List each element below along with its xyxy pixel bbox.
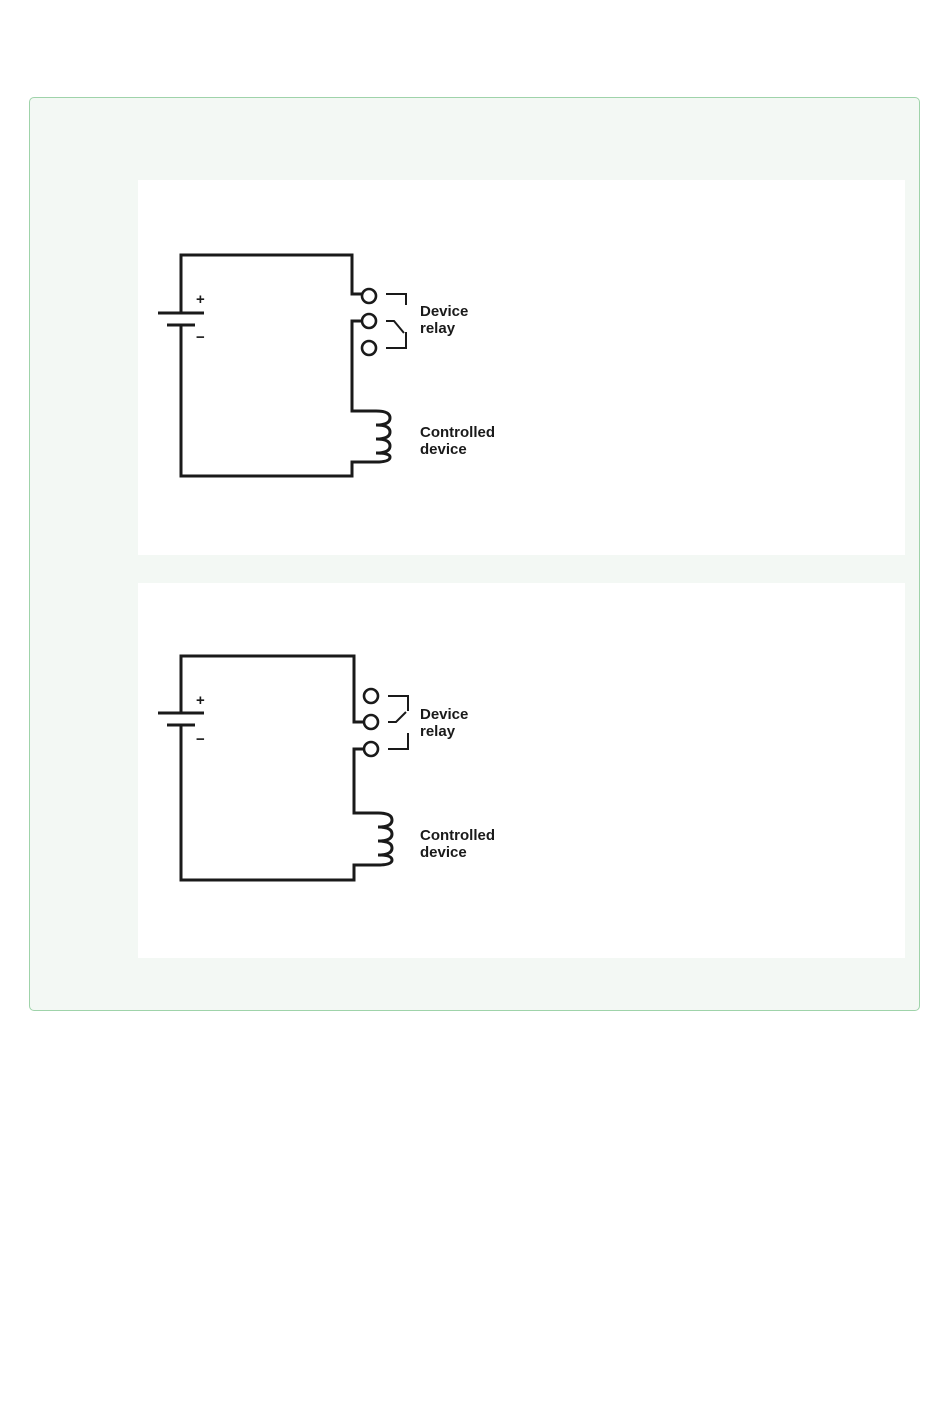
circuit-wire xyxy=(354,749,378,813)
circuit-wire xyxy=(181,325,376,476)
circuit-wire xyxy=(352,321,376,411)
battery-icon xyxy=(158,713,204,725)
circuit-panel-1: + − Device relay Controlled device xyxy=(138,180,905,555)
circuit-diagram-2: + − Device relay Controlled device xyxy=(138,583,905,958)
relay-label-line1: Device xyxy=(420,303,468,320)
relay-label-line2: relay xyxy=(420,320,456,337)
relay-label-line1: Device xyxy=(420,706,468,723)
negative-terminal-symbol: − xyxy=(196,731,205,748)
circuit-wire xyxy=(181,725,378,880)
coil-label-line1: Controlled xyxy=(420,424,495,441)
coil-icon xyxy=(376,411,390,462)
coil-label-line2: device xyxy=(420,844,467,861)
coil-label-line1: Controlled xyxy=(420,827,495,844)
circuit-panel-2: + − Device relay Controlled device xyxy=(138,583,905,958)
battery-icon xyxy=(158,313,204,325)
positive-terminal-symbol: + xyxy=(196,692,205,709)
relay-switch-icon xyxy=(362,289,406,355)
positive-terminal-symbol: + xyxy=(196,291,205,308)
relay-switch-icon xyxy=(364,689,408,756)
circuit-wire xyxy=(181,656,364,722)
relay-label-line2: relay xyxy=(420,723,456,740)
circuit-wire xyxy=(181,255,362,313)
circuit-diagram-1: + − Device relay Controlled device xyxy=(138,180,905,555)
negative-terminal-symbol: − xyxy=(196,329,205,346)
coil-label-line2: device xyxy=(420,441,467,458)
coil-icon xyxy=(378,813,392,865)
